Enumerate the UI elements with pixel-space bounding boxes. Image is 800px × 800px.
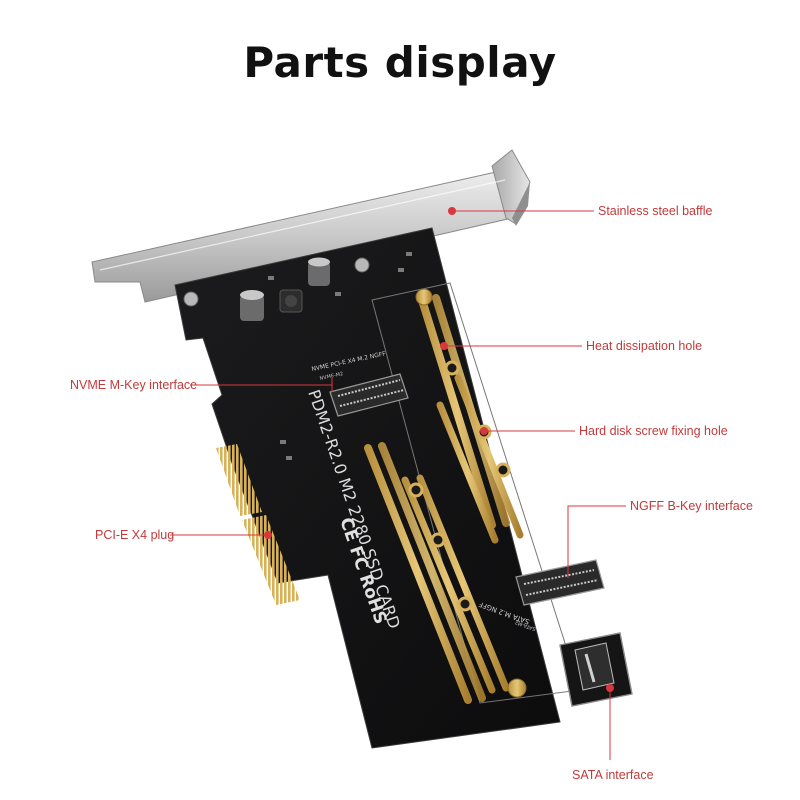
heat-dissipation-slot bbox=[401, 476, 496, 694]
page-title: Parts display bbox=[243, 38, 557, 87]
screw-fixing-hole bbox=[408, 482, 424, 498]
smd-component bbox=[335, 292, 341, 296]
heat-dissipation-slot bbox=[378, 442, 486, 702]
smd-component bbox=[268, 276, 274, 280]
label-ngff-b-key-interface: NGFF B-Key interface bbox=[630, 499, 753, 513]
capacitor bbox=[308, 257, 330, 286]
heat-dissipation-slot bbox=[436, 401, 499, 544]
callout-lines bbox=[170, 207, 626, 760]
callout-dot-baffle bbox=[448, 207, 456, 215]
mounting-hole bbox=[354, 257, 370, 273]
label-sata-interface: SATA interface bbox=[572, 768, 654, 782]
heat-dissipation-slot bbox=[416, 474, 510, 692]
screw-fixing-hole bbox=[444, 360, 460, 376]
nvme-m-key-slot bbox=[329, 373, 409, 417]
board-nvme-sub-text: NVME-M2 bbox=[319, 371, 344, 382]
brass-standoff bbox=[507, 678, 527, 698]
callout-dot-pcie bbox=[264, 531, 272, 539]
smd-component bbox=[286, 456, 292, 460]
screw-fixing-hole bbox=[495, 462, 511, 478]
capacitor bbox=[240, 290, 264, 321]
smd-component bbox=[406, 252, 412, 256]
pcie-gold-fingers-long bbox=[242, 515, 300, 605]
heat-dissipation-slot bbox=[364, 444, 472, 704]
callout-line-ngff bbox=[567, 505, 626, 578]
pcb-board: PDM2-R2.0 M2 2280 SSD CARD NVME PCI-E X4… bbox=[174, 227, 633, 749]
steel-bracket bbox=[91, 149, 531, 303]
brass-standoff bbox=[415, 288, 433, 306]
callout-dot-sata bbox=[606, 684, 614, 692]
ngff-b-key-slot bbox=[515, 559, 605, 606]
callout-dot-screw bbox=[480, 427, 488, 435]
label-stainless-steel-baffle: Stainless steel baffle bbox=[598, 204, 713, 218]
pcie-gold-fingers-short bbox=[216, 444, 262, 516]
sata-connector bbox=[559, 632, 633, 707]
smd-component bbox=[280, 440, 286, 444]
screw-fixing-hole bbox=[457, 596, 473, 612]
label-nvme-m-key-interface: NVME M-Key interface bbox=[70, 378, 198, 392]
screw-fixing-hole bbox=[430, 532, 446, 548]
smd-component bbox=[398, 268, 404, 272]
mounting-hole bbox=[183, 291, 199, 307]
heat-dissipation-slot bbox=[418, 296, 496, 529]
label-heat-dissipation-hole: Heat dissipation hole bbox=[586, 339, 703, 353]
callout-dot-heat bbox=[440, 342, 448, 350]
heat-dissipation-slot bbox=[454, 374, 524, 539]
label-pci-e-x4-plug: PCI-E X4 plug bbox=[95, 528, 175, 542]
label-hard-disk-screw-fixing-hole: Hard disk screw fixing hole bbox=[579, 424, 728, 438]
